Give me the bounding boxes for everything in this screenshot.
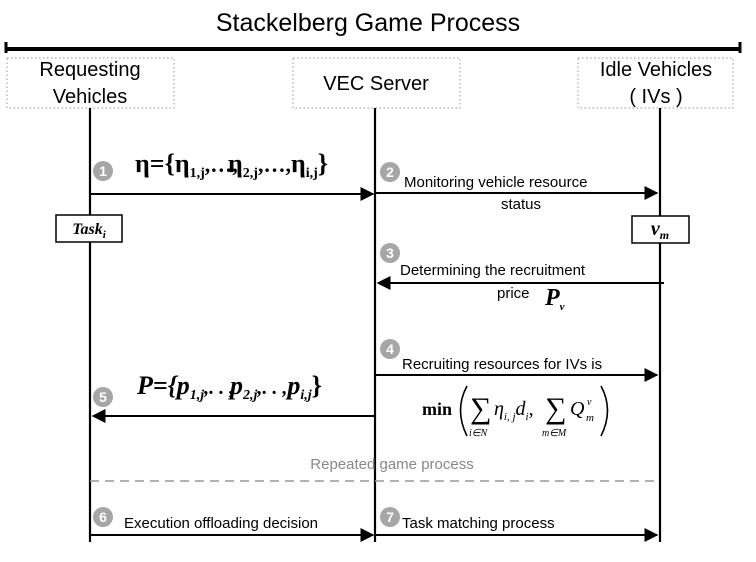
svg-text:1: 1	[99, 163, 107, 179]
svg-text:Monitoring vehicle resource: Monitoring vehicle resource	[404, 174, 587, 191]
step-6: 6 Execution offloading decision	[91, 507, 375, 542]
svg-text:Execution offloading decision: Execution offloading decision	[124, 515, 318, 532]
actor-label-line1: Requesting	[39, 59, 140, 81]
step-number-circle	[93, 507, 113, 527]
step-number-circle	[380, 162, 400, 182]
svg-text:i∈N: i∈N	[469, 428, 488, 439]
svg-text:2: 2	[386, 164, 394, 180]
svg-text:∑: ∑	[545, 392, 566, 425]
svg-text:m: m	[586, 412, 594, 424]
step-number-circle	[380, 339, 400, 359]
step-5: 5 P={p1,j,. . , p2,j,. . ,pi,j}	[91, 371, 374, 423]
svg-text:5: 5	[99, 389, 107, 405]
diagram-title: Stackelberg Game Process	[216, 9, 520, 37]
step-4: 4 Recruiting resources for IVs is min ∑ …	[376, 339, 659, 439]
actor-requesting-vehicles: Requesting Vehicles	[6, 57, 175, 109]
task-box: Taski	[55, 214, 123, 243]
svg-text:v: v	[587, 397, 592, 408]
svg-text:min: min	[422, 399, 452, 419]
vm-box: vm	[631, 215, 690, 244]
svg-text:η2,j,…,ηi,j}: η2,j,…,ηi,j}	[228, 149, 328, 181]
svg-text:∑: ∑	[470, 392, 491, 425]
svg-text:price: price	[497, 285, 530, 302]
step-3: 3 Determining the recruitment price Pv	[376, 243, 664, 313]
actor-vec-server: VEC Server	[292, 57, 461, 109]
actor-label-line2: ( IVs )	[629, 86, 682, 108]
svg-text:4: 4	[386, 341, 394, 357]
step-number-circle	[380, 507, 400, 527]
svg-text:Recruiting resources for IVs i: Recruiting resources for IVs is	[402, 356, 602, 373]
actor-label: VEC Server	[323, 73, 429, 95]
svg-text:3: 3	[386, 245, 394, 261]
svg-text:7: 7	[386, 509, 394, 525]
step-1: 1 η={η1,j,…, η2,j,…,ηi,j}	[91, 149, 375, 201]
step-number-circle	[93, 161, 113, 181]
svg-text:m∈M: m∈M	[542, 428, 567, 439]
svg-text:p2,j,. . ,pi,j}: p2,j,. . ,pi,j}	[228, 371, 322, 403]
eta-set-formula: η={η1,j,…,	[135, 149, 238, 181]
svg-text:Pv: Pv	[544, 285, 565, 313]
svg-text:vm: vm	[651, 218, 669, 242]
svg-text:Taski: Taski	[72, 221, 107, 241]
svg-text:Determining the recruitment: Determining the recruitment	[400, 262, 586, 279]
svg-text:6: 6	[99, 509, 107, 525]
step-7: 7 Task matching process	[376, 507, 659, 542]
min-formula: min ∑ i∈N ηi, jdi, ∑ m∈M Q v m	[422, 385, 609, 439]
p-set-formula: P={p1,j,. . ,	[136, 371, 234, 403]
svg-text:ηi, jdi,: ηi, jdi,	[494, 398, 534, 423]
actor-label-line1: Idle Vehicles	[600, 59, 712, 81]
svg-text:Q: Q	[570, 398, 585, 420]
svg-text:status: status	[501, 196, 541, 213]
step-2: 2 Monitoring vehicle resource status	[376, 162, 659, 213]
step-number-circle	[93, 387, 113, 407]
svg-text:Task matching process: Task matching process	[402, 515, 555, 532]
actor-label-line2: Vehicles	[53, 86, 128, 108]
actor-idle-vehicles: Idle Vehicles ( IVs )	[577, 57, 734, 109]
step-number-circle	[380, 243, 400, 263]
repeated-label: Repeated game process	[310, 456, 473, 473]
